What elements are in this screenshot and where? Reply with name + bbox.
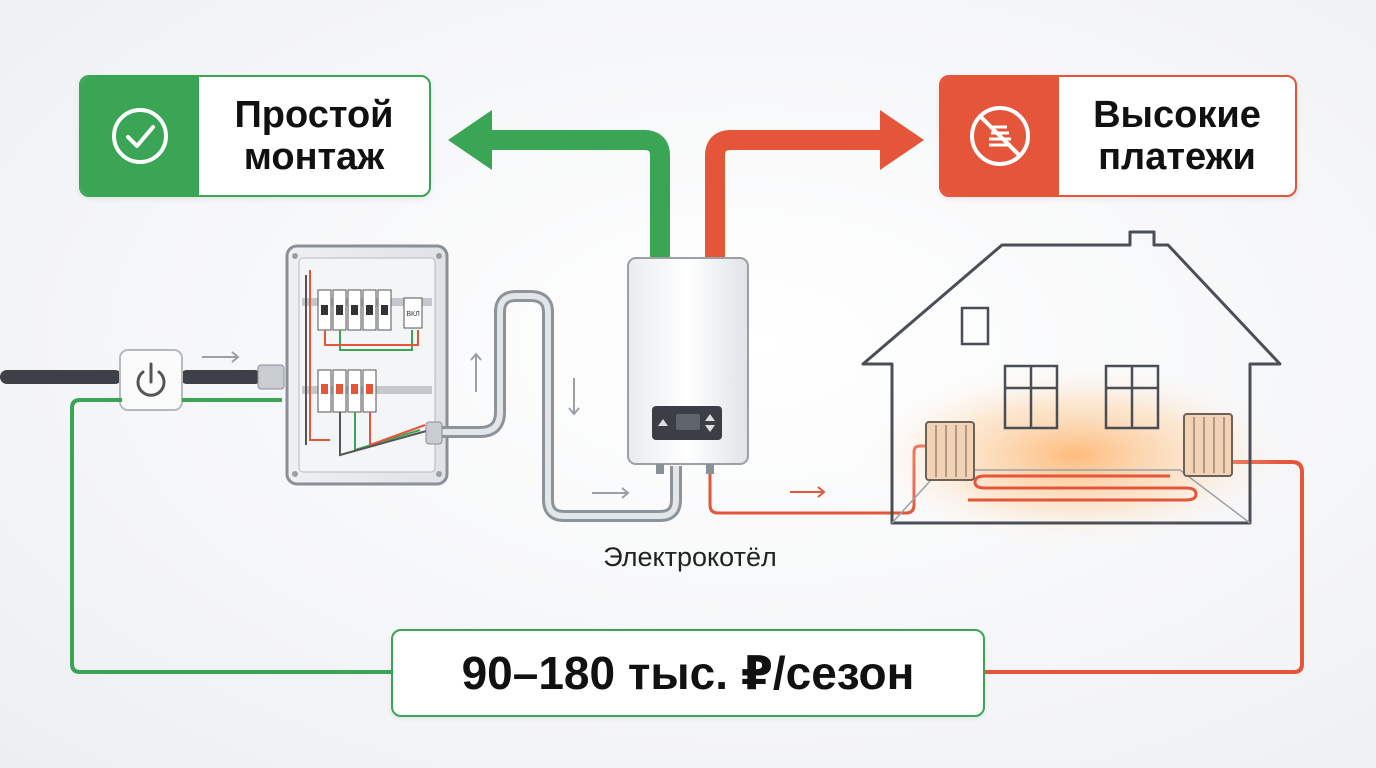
no-money-icon [970, 106, 1030, 166]
breaker-label: ВКЛ [406, 311, 420, 318]
panel-wiring [305, 270, 431, 457]
house-window-right [1104, 364, 1160, 430]
orange-arrowhead [880, 110, 924, 170]
flow-arrow-small [202, 351, 240, 363]
radiator-left [925, 421, 975, 481]
pro-callout: Простой монтаж [79, 75, 431, 197]
radiator-right [1183, 413, 1233, 477]
house-window-left [1003, 364, 1059, 430]
boiler-label: Электрокотёл [603, 542, 777, 572]
check-circle-icon [112, 108, 168, 164]
floor-heating-coil [968, 474, 1198, 502]
electrical-panel: ВКЛ [285, 244, 449, 486]
flow-arrow-down [568, 378, 580, 416]
power-switch[interactable] [119, 349, 183, 411]
green-connector-line [70, 398, 391, 674]
flow-arrow-up [470, 352, 482, 392]
green-pro-arrow [486, 130, 670, 262]
power-cable [0, 364, 285, 390]
power-icon [136, 362, 166, 397]
breaker-row-top: ВКЛ [317, 289, 423, 331]
con-callout: Высокие платежи [939, 75, 1297, 197]
flow-arrow-right-heat [790, 486, 826, 498]
con-icon-cell [941, 77, 1059, 195]
electric-boiler [627, 257, 749, 474]
pro-icon-cell [81, 77, 199, 195]
con-label: Высокие платежи [1093, 94, 1261, 178]
orange-con-arrow [705, 130, 886, 262]
supply-pipe [425, 290, 682, 522]
flow-arrow-right-pipe [592, 487, 630, 499]
orange-connector-line [985, 460, 1304, 674]
breaker-row-bottom [317, 369, 377, 413]
pro-label: Простой монтаж [234, 94, 394, 178]
house [861, 230, 1285, 545]
green-arrowhead [448, 110, 492, 170]
cost-value: 90–180 тыс. ₽/сезон [391, 629, 985, 717]
